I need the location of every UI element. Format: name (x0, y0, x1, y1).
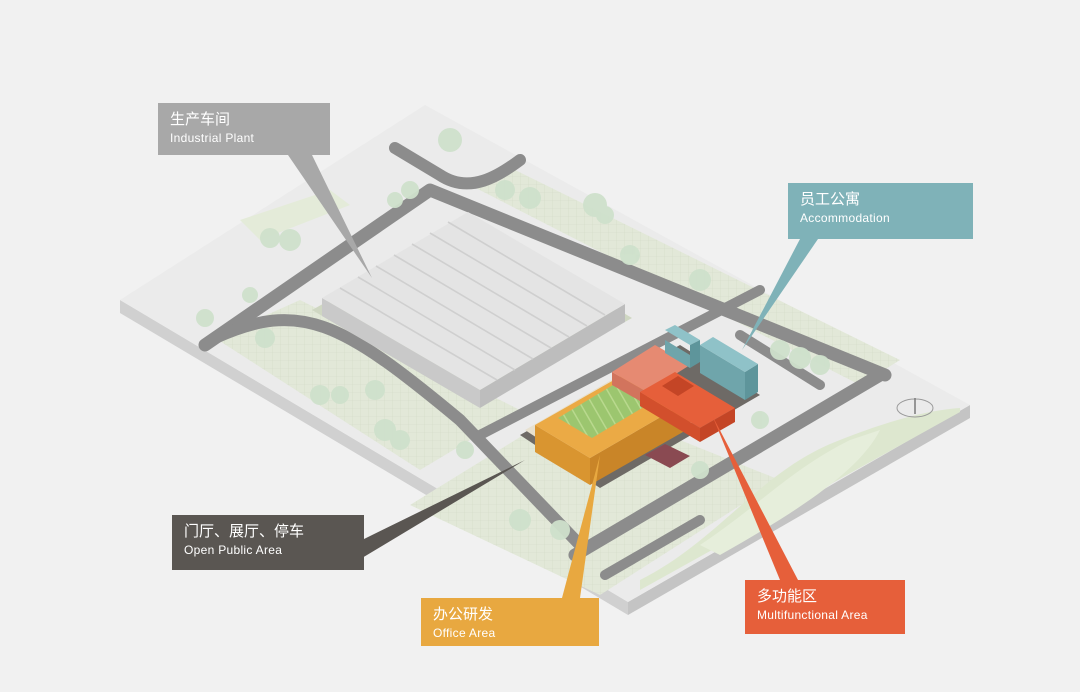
building-complex (520, 325, 760, 488)
callout-leaders (288, 155, 818, 598)
callout-en-label: Multifunctional Area (757, 608, 868, 622)
callout-cn-label: 员工公寓 (800, 190, 861, 208)
callout-office-area: 办公研发 Office Area (421, 598, 599, 646)
callout-cn-label: 办公研发 (433, 605, 494, 623)
industrial-plant-building (312, 212, 632, 408)
callout-cn-label: 门厅、展厅、停车 (184, 522, 305, 540)
callout-en-label: Open Public Area (184, 543, 283, 557)
callout-en-label: Accommodation (800, 211, 890, 225)
callout-open-public-area: 门厅、展厅、停车 Open Public Area (172, 515, 364, 570)
callout-cn-label: 多功能区 (757, 587, 818, 605)
roads (198, 142, 892, 580)
callout-en-label: Office Area (433, 626, 496, 640)
callout-multifunctional-area: 多功能区 Multifunctional Area (745, 580, 905, 634)
trees (196, 128, 830, 540)
callout-industrial-plant: 生产车间 Industrial Plant (158, 103, 330, 155)
callout-accommodation: 员工公寓 Accommodation (788, 183, 973, 239)
callout-en-label: Industrial Plant (170, 131, 255, 145)
north-arrow-icon (896, 398, 934, 418)
callout-cn-label: 生产车间 (170, 110, 231, 128)
